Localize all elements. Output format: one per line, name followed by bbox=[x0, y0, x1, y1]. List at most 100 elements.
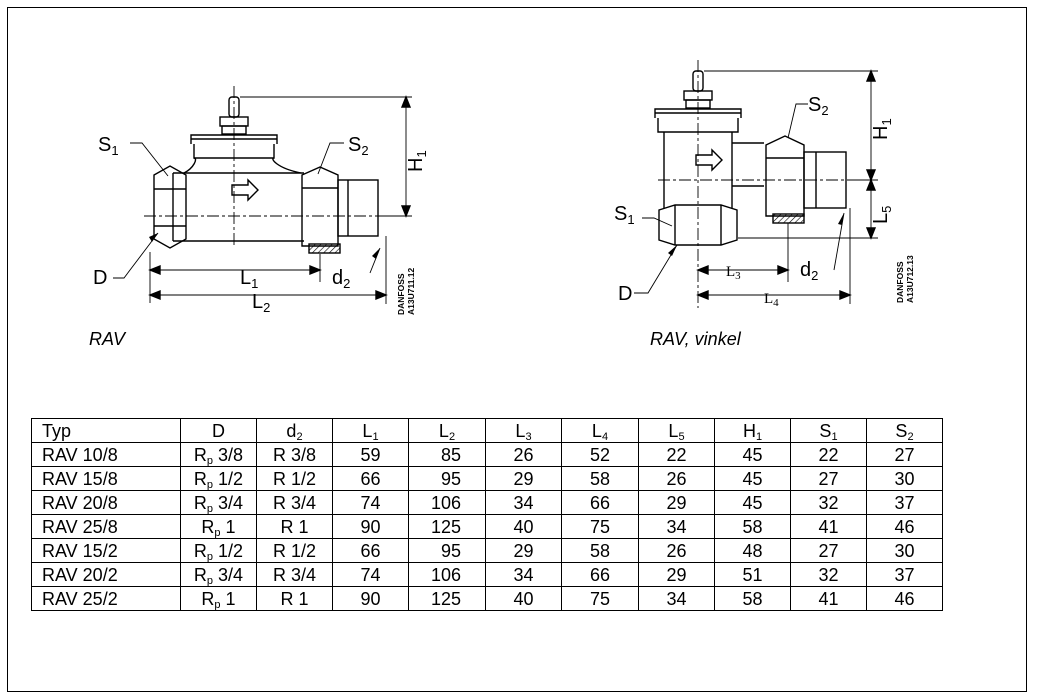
table-cell-l4: 52 bbox=[561, 442, 639, 467]
caption-rav-vinkel: RAV, vinkel bbox=[650, 329, 741, 349]
table-cell-s1: 22 bbox=[790, 442, 867, 467]
table-cell-l2: 106 bbox=[408, 562, 486, 587]
table-cell-typ: RAV 10/8 bbox=[31, 442, 181, 467]
table-cell-l5: 34 bbox=[638, 514, 715, 539]
table-cell-l5: 22 bbox=[638, 442, 715, 467]
table-cell-d2: R 1/2 bbox=[256, 538, 333, 563]
table-cell-typ: RAV 25/2 bbox=[31, 586, 181, 611]
table-cell-l3: 29 bbox=[485, 538, 562, 563]
column-header: d2 bbox=[256, 418, 333, 443]
table-cell-s1: 32 bbox=[790, 562, 867, 587]
label-d-straight: D bbox=[93, 267, 107, 289]
table-cell-s2: 37 bbox=[866, 562, 943, 587]
label-l3-angle: L3 bbox=[726, 264, 741, 282]
table-cell-s1: 27 bbox=[790, 538, 867, 563]
label-l4-angle: L4 bbox=[764, 291, 779, 309]
table-cell-d2: R 1 bbox=[256, 586, 333, 611]
column-header: H1 bbox=[714, 418, 791, 443]
datasheet-page: S1 S2 H1 D L1 d2 L2 S2 S1 H1 L5 D L3 d2 … bbox=[7, 7, 1027, 692]
column-header: S2 bbox=[866, 418, 943, 443]
column-header: L4 bbox=[561, 418, 639, 443]
table-cell-typ: RAV 20/2 bbox=[31, 562, 181, 587]
table-cell-typ: RAV 20/8 bbox=[31, 490, 181, 515]
table-cell-l5: 26 bbox=[638, 466, 715, 491]
table-cell-s1: 27 bbox=[790, 466, 867, 491]
table-cell-s1: 32 bbox=[790, 490, 867, 515]
table-cell-h1: 58 bbox=[714, 514, 791, 539]
column-header: Typ bbox=[31, 418, 181, 443]
table-cell-d2: R 3/4 bbox=[256, 562, 333, 587]
table-cell-d2: R 3/8 bbox=[256, 442, 333, 467]
table-cell-typ: RAV 25/8 bbox=[31, 514, 181, 539]
stamp-line2-angle: A13U712.13 bbox=[905, 255, 915, 303]
stamp-line1-angle: DANFOSS bbox=[895, 261, 905, 303]
column-header: S1 bbox=[790, 418, 867, 443]
table-cell-s1: 41 bbox=[790, 514, 867, 539]
table-cell-l5: 29 bbox=[638, 490, 715, 515]
table-cell-s2: 30 bbox=[866, 466, 943, 491]
angle-valve-drawing bbox=[634, 60, 878, 308]
label-h1-angle: H1 bbox=[870, 118, 894, 140]
table-cell-h1: 45 bbox=[714, 466, 791, 491]
table-cell-l1: 90 bbox=[332, 586, 409, 611]
label-l1-straight: L1 bbox=[240, 267, 258, 291]
stamp-line1-straight: DANFOSS bbox=[396, 273, 406, 315]
table-cell-l2: 85 bbox=[408, 442, 486, 467]
table-cell-l4: 66 bbox=[561, 562, 639, 587]
table-cell-d: Rp 1 bbox=[180, 586, 257, 611]
table-cell-l5: 34 bbox=[638, 586, 715, 611]
column-header: L2 bbox=[408, 418, 486, 443]
label-s1-straight: S1 bbox=[98, 134, 119, 158]
table-cell-h1: 45 bbox=[714, 442, 791, 467]
table-cell-d: Rp 3/8 bbox=[180, 442, 257, 467]
column-header: L5 bbox=[638, 418, 715, 443]
table-cell-l5: 26 bbox=[638, 538, 715, 563]
label-d-angle: D bbox=[618, 283, 632, 305]
label-h1-straight: H1 bbox=[405, 150, 429, 172]
table-cell-l1: 66 bbox=[332, 466, 409, 491]
table-cell-s2: 30 bbox=[866, 538, 943, 563]
table-cell-l1: 74 bbox=[332, 490, 409, 515]
valve-drawings: S1 S2 H1 D L1 d2 L2 S2 S1 H1 L5 D L3 d2 … bbox=[93, 60, 915, 315]
table-cell-d2: R 1/2 bbox=[256, 466, 333, 491]
table-cell-l4: 75 bbox=[561, 586, 639, 611]
table-cell-d2: R 1 bbox=[256, 514, 333, 539]
table-cell-typ: RAV 15/2 bbox=[31, 538, 181, 563]
table-cell-l3: 40 bbox=[485, 586, 562, 611]
stamp-line2-straight: A13U711.12 bbox=[406, 267, 416, 315]
table-cell-h1: 45 bbox=[714, 490, 791, 515]
column-header: L1 bbox=[332, 418, 409, 443]
table-cell-s1: 41 bbox=[790, 586, 867, 611]
label-s2-straight: S2 bbox=[348, 134, 369, 158]
table-cell-d: Rp 1 bbox=[180, 514, 257, 539]
table-cell-l3: 40 bbox=[485, 514, 562, 539]
table-cell-l3: 26 bbox=[485, 442, 562, 467]
table-cell-l4: 75 bbox=[561, 514, 639, 539]
table-cell-l4: 58 bbox=[561, 466, 639, 491]
label-l5-angle: L5 bbox=[870, 206, 894, 224]
column-header: L3 bbox=[485, 418, 562, 443]
column-header: D bbox=[180, 418, 257, 443]
label-l2-straight: L2 bbox=[252, 291, 270, 315]
table-cell-s2: 46 bbox=[866, 514, 943, 539]
table-cell-s2: 37 bbox=[866, 490, 943, 515]
table-cell-h1: 48 bbox=[714, 538, 791, 563]
straight-valve-drawing bbox=[113, 86, 412, 304]
table-cell-l1: 66 bbox=[332, 538, 409, 563]
table-cell-l2: 125 bbox=[408, 514, 486, 539]
table-cell-l2: 106 bbox=[408, 490, 486, 515]
table-cell-d: Rp 1/2 bbox=[180, 466, 257, 491]
table-cell-d: Rp 3/4 bbox=[180, 490, 257, 515]
table-cell-l2: 95 bbox=[408, 466, 486, 491]
caption-rav: RAV bbox=[89, 329, 126, 349]
table-cell-d2: R 3/4 bbox=[256, 490, 333, 515]
table-cell-l3: 34 bbox=[485, 562, 562, 587]
table-cell-s2: 46 bbox=[866, 586, 943, 611]
